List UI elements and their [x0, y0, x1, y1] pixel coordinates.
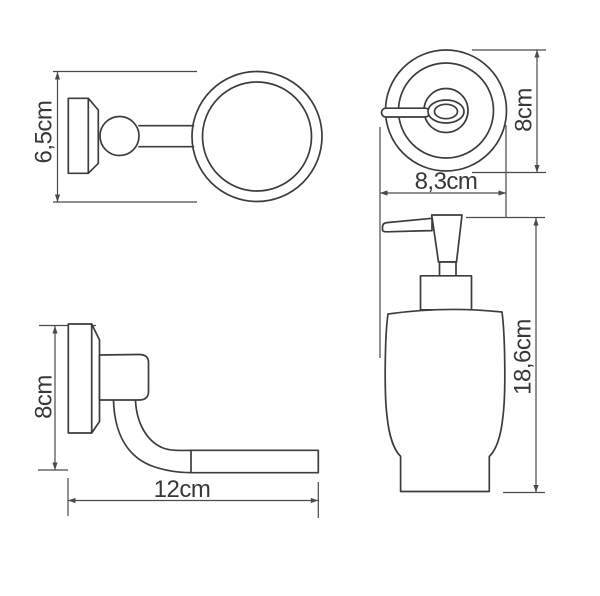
holder-ring-outer [191, 70, 323, 203]
wall-plate-top [67, 97, 100, 175]
arrow-down-icon [54, 194, 61, 202]
plate-width-label: 8,3cm [415, 168, 478, 195]
hub-inner [433, 103, 459, 120]
ball-joint [99, 115, 140, 157]
pump-collar [419, 274, 473, 311]
holder-ring-inner [201, 81, 313, 192]
arrow-up-icon [52, 326, 58, 334]
pump-spout [381, 217, 433, 233]
bottle-body [384, 308, 506, 493]
arm-curve-outer [112, 399, 192, 474]
arrow-left-icon [68, 497, 76, 504]
pump-stem [438, 261, 457, 277]
dimension-plate-width [379, 125, 507, 358]
dimension-depth [53, 70, 197, 203]
holder-bar [190, 449, 320, 474]
joint-housing [98, 353, 150, 401]
arrow-down-icon [533, 485, 539, 493]
wall-plate-front-view: 8cm 8,3cm [379, 49, 546, 358]
top-view-depth-label: 6,5cm [31, 101, 58, 164]
holder-side-view: 8cm 12cm [31, 323, 320, 518]
holder-height-label: 8cm [31, 375, 58, 419]
arrow-up-icon [533, 218, 539, 226]
pump-head [430, 214, 463, 263]
dispenser-height-label: 18,6cm [510, 319, 537, 395]
plate-height-label: 8cm [511, 88, 538, 132]
arrow-right-icon [498, 190, 506, 196]
dimension-holder-length [67, 478, 319, 518]
holder-length-label: 12cm [154, 476, 211, 503]
arrow-up-icon [534, 50, 540, 58]
arrow-left-icon [380, 190, 388, 196]
dimension-dispenser-height [466, 216, 545, 494]
arm-curve-inner [134, 399, 192, 452]
arrow-down-icon [534, 165, 540, 173]
holder-top-view: 6,5cm [31, 70, 323, 203]
dispenser-front-view: 18,6cm [381, 214, 545, 494]
wall-plate-side [67, 323, 101, 434]
arrow-up-icon [54, 72, 61, 80]
dimension-plate-height [472, 49, 546, 174]
arrow-right-icon [310, 497, 319, 504]
arrow-down-icon [52, 462, 58, 470]
arm-end-on [380, 107, 431, 118]
